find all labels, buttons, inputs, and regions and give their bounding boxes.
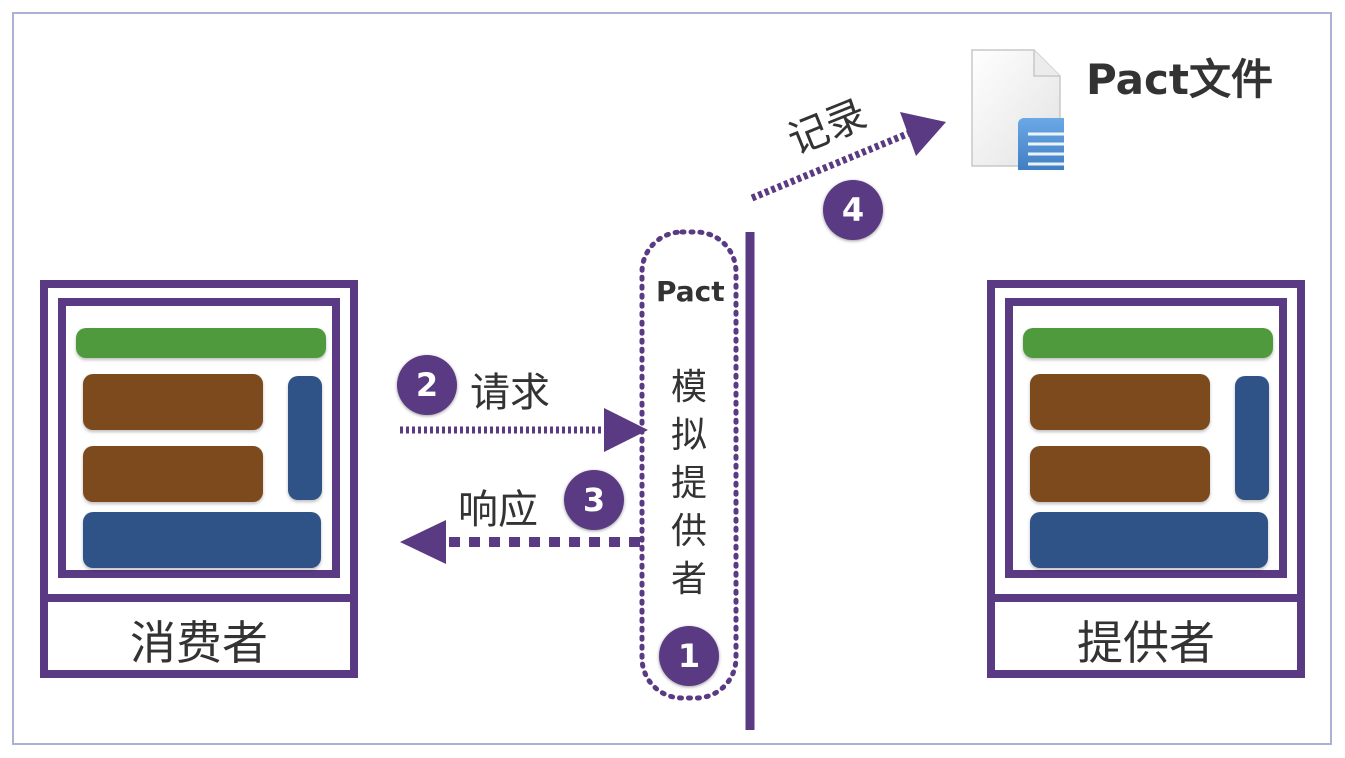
consumer-sidebar	[288, 376, 322, 500]
request-arrow-head	[604, 408, 648, 452]
provider-header-bar	[1023, 328, 1273, 358]
response-arrow-head	[400, 520, 446, 564]
provider-content-block	[1030, 374, 1210, 430]
request-label: 请求	[470, 370, 550, 416]
step-3-badge: 3	[564, 470, 624, 530]
record-arrow-shaft	[750, 128, 914, 202]
consumer-header-bar	[76, 328, 326, 358]
provider-content-block	[1030, 446, 1210, 502]
mock-char: 提	[670, 463, 707, 504]
provider-box: 提供者	[987, 280, 1305, 678]
consumer-footer-bar	[83, 512, 321, 568]
provider-sidebar	[1235, 376, 1269, 500]
provider-footer-bar	[1030, 512, 1268, 568]
provider-label: 提供者	[1077, 616, 1215, 670]
consumer-content-block	[83, 374, 263, 430]
step-4-badge: 4	[823, 180, 883, 240]
document-icon	[971, 49, 1064, 170]
consumer-screen	[58, 298, 340, 578]
pact-file-label: Pact文件	[1086, 55, 1273, 104]
mock-char: 供	[670, 511, 707, 552]
mock-char: 模	[670, 367, 707, 408]
mock-char: 拟	[670, 415, 707, 456]
consumer-divider	[40, 594, 358, 602]
provider-divider	[987, 594, 1305, 602]
consumer-label: 消费者	[130, 616, 268, 670]
provider-screen	[1005, 298, 1287, 578]
consumer-box: 消费者	[40, 280, 358, 678]
response-label: 响应	[458, 487, 538, 533]
mock-provider-outline	[639, 229, 739, 701]
step-1-badge: 1	[659, 626, 719, 686]
record-arrow-head	[900, 112, 946, 156]
diagram-frame	[12, 12, 1332, 745]
pact-tool-label: Pact	[656, 275, 725, 308]
step-2-badge: 2	[397, 355, 457, 415]
mock-char: 者	[670, 559, 707, 600]
consumer-content-block	[83, 446, 263, 502]
